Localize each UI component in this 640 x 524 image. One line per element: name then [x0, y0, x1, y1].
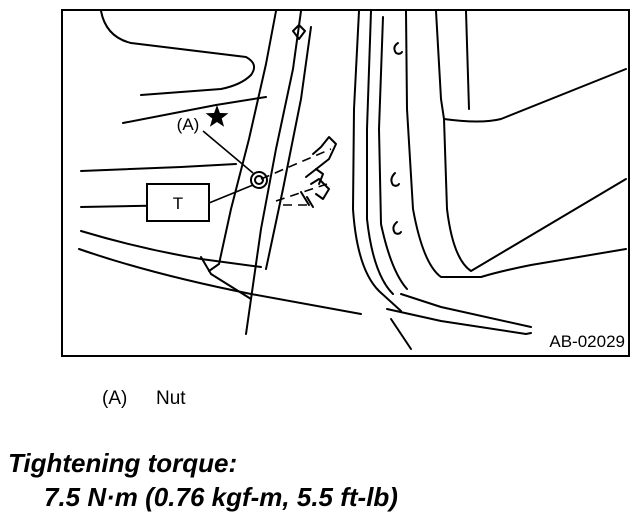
legend-text-a: Nut — [156, 388, 186, 409]
nut — [250, 171, 268, 189]
line-art — [78, 10, 627, 350]
diagram-figure: (A) T AB-02029 — [61, 9, 630, 357]
callout-a-leader — [202, 130, 254, 174]
torque-box-label: T — [173, 194, 183, 213]
diagram-drawing: (A) T AB-02029 — [61, 9, 630, 357]
torque-heading: Tightening torque: — [8, 448, 238, 478]
torque-box — [146, 183, 210, 222]
torque-box-leader — [208, 184, 254, 204]
dashed-guides — [260, 148, 332, 206]
star-mark — [205, 105, 229, 127]
callout-a-label: (A) — [177, 115, 200, 134]
figure-code: AB-02029 — [549, 332, 625, 351]
torque-value: 7.5 N·m (0.76 kgf-m, 5.5 ft-lb) — [44, 482, 398, 512]
legend-key-a: (A) — [102, 388, 128, 409]
figure-frame — [61, 9, 630, 357]
